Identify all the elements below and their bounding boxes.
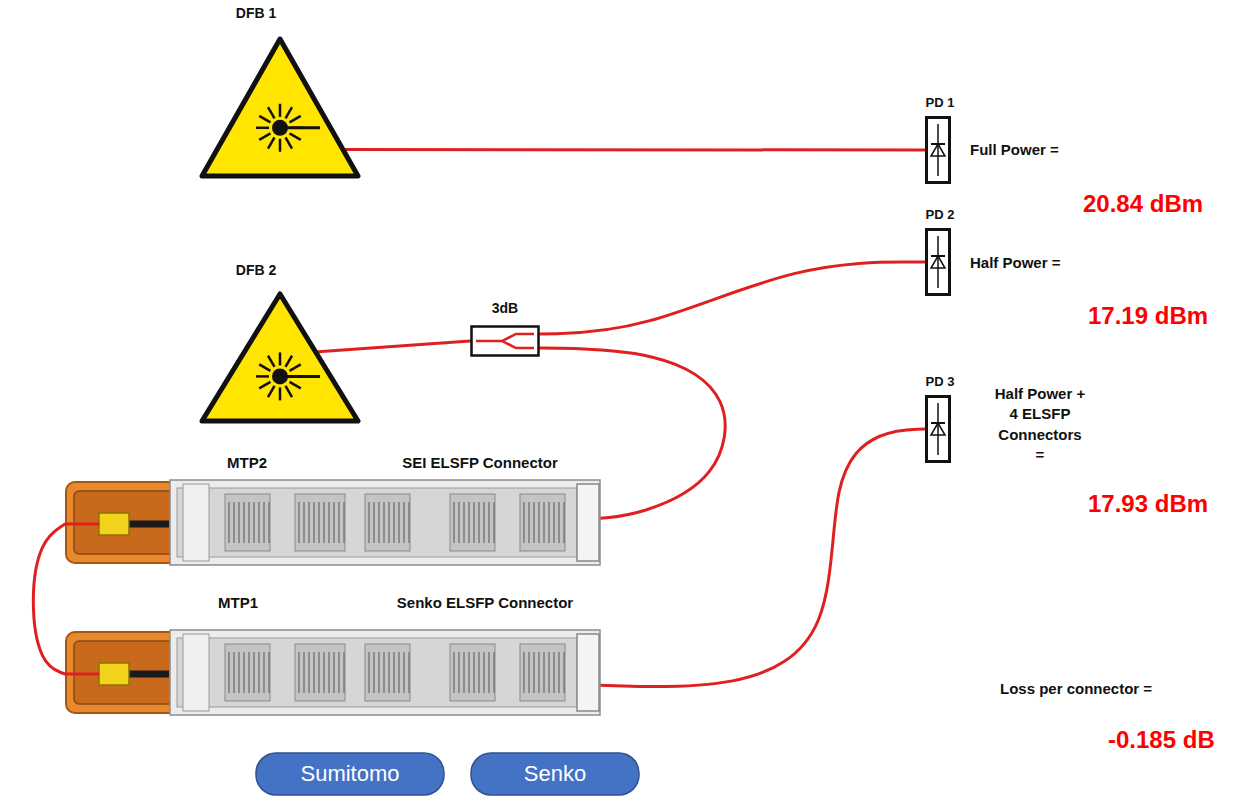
measurement-label: Half Power =: [970, 254, 1060, 272]
pd-shape: [925, 228, 951, 296]
photodiode: PD 3: [925, 395, 951, 463]
part-label: MTP1: [218, 594, 258, 611]
measurement-label: Loss per connector =: [1000, 680, 1152, 698]
photodiode: PD 1: [925, 116, 951, 184]
power-value: 17.93 dBm: [1088, 490, 1208, 519]
measurement-label: Full Power =: [970, 141, 1059, 159]
measurement-label: Half Power + 4 ELSFP Connectors =: [992, 384, 1088, 465]
part-label: MTP2: [227, 454, 267, 471]
vendor-name: Sumitomo: [300, 761, 399, 787]
laser-source: DFB 1: [198, 35, 362, 180]
part-label: PD 3: [926, 374, 955, 389]
vendor-tag: Senko: [470, 752, 640, 796]
pd-shape: [925, 116, 951, 184]
elsfp-module: MTP2SEI ELSFP Connector: [65, 480, 600, 565]
vendor-tag: Sumitomo: [255, 752, 445, 796]
part-label: Senko ELSFP Connector: [397, 594, 573, 611]
power-value: 20.84 dBm: [1083, 190, 1203, 219]
part-label: 3dB: [492, 300, 518, 316]
power-value: 17.19 dBm: [1088, 302, 1208, 331]
optical-fiber: [600, 429, 925, 687]
elsfp-module: MTP1Senko ELSFP Connector: [65, 630, 600, 715]
pd-shape: [925, 395, 951, 463]
part-label: DFB 2: [236, 262, 276, 278]
part-label: DFB 1: [236, 5, 276, 21]
splitter-box: 3dB: [470, 325, 540, 357]
laser-shape: [198, 290, 362, 425]
photodiode: PD 2: [925, 228, 951, 296]
laser-shape: [198, 35, 362, 180]
vendor-name: Senko: [524, 761, 586, 787]
loss-value: -0.185 dB: [1108, 726, 1215, 755]
part-label: PD 1: [926, 95, 955, 110]
part-label: PD 2: [926, 207, 955, 222]
module-shape: [65, 480, 600, 565]
optical-fiber: [315, 341, 470, 352]
split-shape: [470, 325, 540, 357]
optical-fiber: [33, 524, 65, 674]
part-label: SEI ELSFP Connector: [402, 454, 558, 471]
optical-fiber: [342, 148, 925, 151]
module-shape: [65, 630, 600, 715]
laser-source: DFB 2: [198, 290, 362, 425]
optical-fiber: [540, 262, 925, 334]
